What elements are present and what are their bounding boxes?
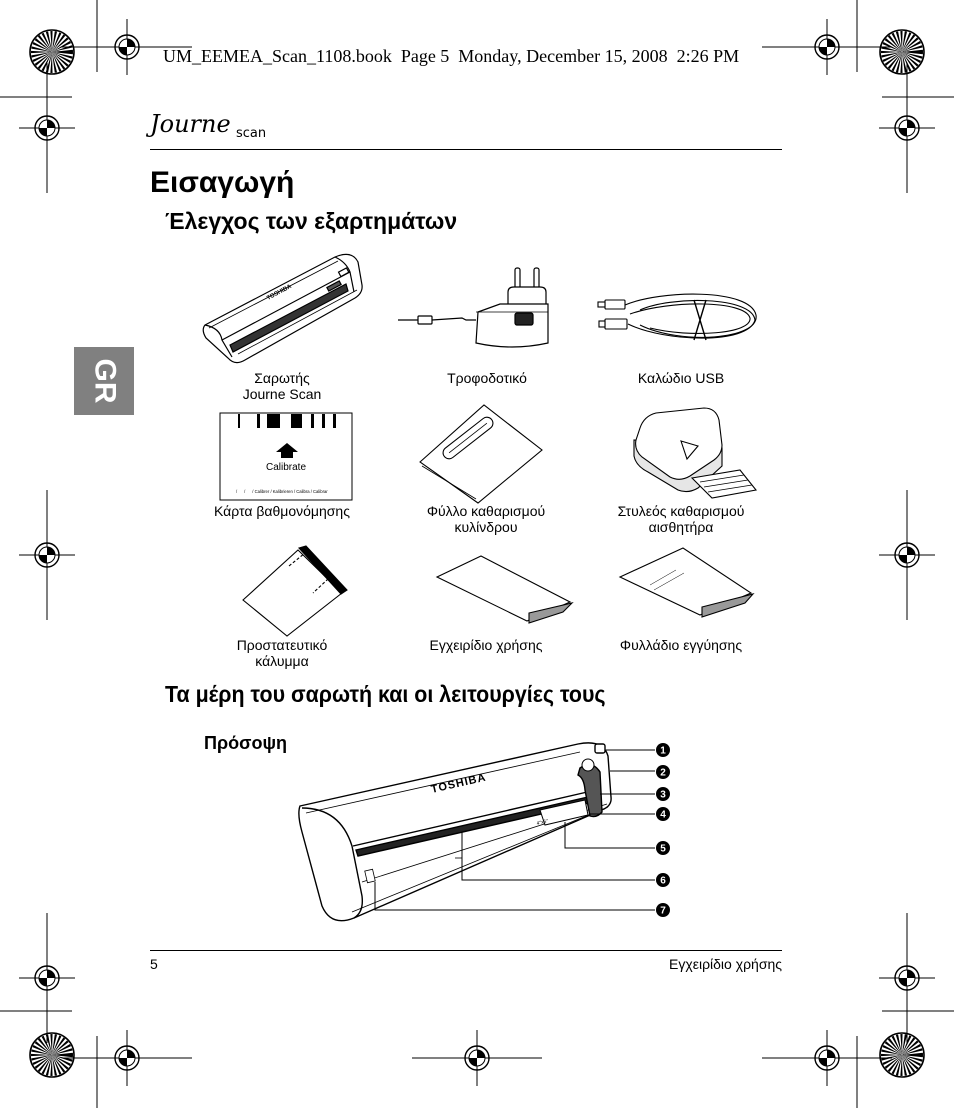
callout-number: 7 — [660, 906, 666, 917]
callout-number: 3 — [660, 790, 666, 801]
power-adapter-icon — [398, 267, 549, 348]
language-tab-label: GR — [88, 358, 121, 404]
scanner-front-illustration: TOSHIBA 4"x6" — [298, 742, 612, 922]
crosshair-mark-icon — [61, 1029, 193, 1087]
caption-line: Εγχειρίδιο χρήσης — [429, 637, 543, 653]
callout-2: 2 — [656, 765, 670, 779]
user-manual-icon — [435, 555, 574, 624]
caption-line: Journe Scan — [242, 386, 322, 402]
cleaning-stylus-icon — [633, 407, 758, 499]
caption-cleaning-stylus: Στυλεός καθαρισμού αισθητήρα — [581, 503, 781, 535]
caption-protective-cover: Προστατευτικό κάλυμμα — [182, 637, 382, 669]
logo-journe: Journe — [150, 110, 231, 138]
scanner-icon: TOSHIBA — [202, 253, 363, 364]
crosshair-mark-icon — [878, 62, 936, 194]
crosshair-mark-icon — [878, 912, 936, 1044]
parts-heading: Τα μέρη του σαρωτή και οι λειτουργίες το… — [165, 681, 606, 707]
calibrate-label: Calibrate — [266, 462, 306, 473]
callout-7: 7 — [656, 903, 670, 917]
tray-size-label: 4"x6" — [536, 818, 549, 827]
crosshair-mark-icon — [18, 62, 76, 194]
sunburst-mark-icon — [880, 1033, 924, 1077]
crosshair-mark-icon — [411, 1029, 543, 1087]
protective-cover-icon — [242, 545, 348, 637]
caption-cleaning-sheet: Φύλλο καθαρισμού κυλίνδρου — [386, 503, 586, 535]
callout-3: 3 — [656, 787, 670, 801]
calibration-fine-print: / / / Calibrer / Kalibrieren / Calibra /… — [236, 489, 328, 494]
callout-number: 2 — [660, 768, 666, 779]
arrow-up-icon — [276, 443, 298, 458]
callout-1: 1 — [656, 743, 670, 757]
callout-number: 6 — [660, 876, 666, 887]
caption-line: Φύλλο καθαρισμού — [426, 503, 546, 519]
usb-cable-icon — [597, 293, 757, 341]
front-view-heading: Πρόσοψη — [204, 733, 287, 753]
header-rule — [150, 149, 782, 150]
callout-6: 6 — [656, 873, 670, 887]
caption-line: Προστατευτικό — [236, 637, 328, 653]
crosshair-mark-icon — [18, 489, 76, 621]
caption-line: Φυλλάδιο εγγύησης — [619, 637, 743, 653]
caption-line: Κάρτα βαθμονόμησης — [214, 503, 350, 519]
language-tab: GR — [74, 347, 134, 415]
callout-number: 5 — [660, 844, 666, 855]
caption-power-adapter: Τροφοδοτικό — [387, 370, 587, 386]
caption-scanner: Σαρωτής Journe Scan — [182, 370, 382, 402]
print-header: UM_EEMEA_Scan_1108.book Page 5 Monday, D… — [163, 46, 740, 66]
crosshair-mark-icon — [761, 1029, 893, 1087]
callout-4: 4 — [656, 807, 670, 821]
footer-rule — [150, 950, 782, 951]
sunburst-mark-icon — [30, 30, 74, 74]
barcode — [238, 414, 336, 428]
callout-leader-lines — [374, 749, 655, 911]
callout-number: 1 — [660, 746, 666, 757]
power-button-icon — [594, 743, 606, 754]
caption-line: αισθητήρα — [648, 519, 714, 535]
caption-user-manual: Εγχειρίδιο χρήσης — [386, 637, 586, 653]
callout-numbers: 1 2 3 4 5 6 7 — [656, 743, 670, 917]
caption-line: κάλυμμα — [255, 653, 309, 669]
logo-scan: scan — [236, 126, 267, 141]
crosshair-mark-icon — [878, 489, 936, 621]
calibration-card-icon: Calibrate / / / Calibrer / Kalibrieren /… — [219, 412, 353, 501]
sunburst-mark-icon — [880, 30, 924, 74]
footer-doc-title: Εγχειρίδιο χρήσης — [669, 956, 782, 972]
crosshair-mark-icon — [761, 18, 893, 76]
caption-line: Στυλεός καθαρισμού — [617, 503, 745, 519]
caption-line: Τροφοδοτικό — [447, 370, 527, 386]
cleaning-sheet-icon — [419, 404, 543, 504]
components-heading: Έλεγχος των εξαρτημάτων — [165, 208, 458, 234]
caption-calibration-card: Κάρτα βαθμονόμησης — [182, 503, 382, 519]
page-number: 5 — [150, 956, 158, 972]
page-title: Εισαγωγή — [150, 166, 295, 199]
caption-line: Σαρωτής — [254, 370, 310, 386]
caption-line: Καλώδιο USB — [637, 370, 725, 386]
sunburst-mark-icon — [30, 1033, 74, 1077]
caption-usb-cable: Καλώδιο USB — [581, 370, 781, 386]
caption-warranty-leaflet: Φυλλάδιο εγγύησης — [581, 637, 781, 653]
caption-line: κυλίνδρου — [454, 519, 518, 535]
callout-5: 5 — [656, 841, 670, 855]
warranty-leaflet-icon — [618, 547, 755, 618]
crosshair-mark-icon — [18, 912, 76, 1044]
callout-number: 4 — [660, 810, 666, 821]
